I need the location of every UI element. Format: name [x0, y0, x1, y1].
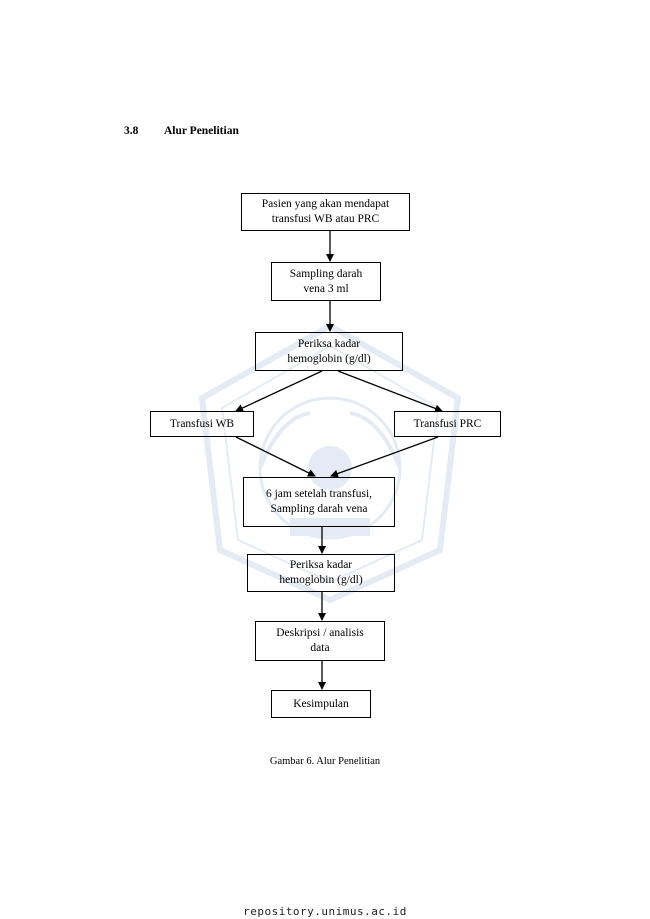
node-kesimpulan: Kesimpulan — [271, 690, 371, 718]
arrow-periksa-to-wb — [235, 370, 323, 412]
arrow-periksa-to-prc — [337, 370, 443, 413]
node-periksa-kadar-2: Periksa kadar hemoglobin (g/dl) — [247, 554, 395, 592]
figure-caption: Gambar 6. Alur Penelitian — [269, 756, 381, 767]
arrow-prc-to-setelah — [330, 436, 439, 478]
node-transfusi-prc: Transfusi PRC — [394, 411, 501, 437]
node-sampling: Sampling darah vena 3 ml — [271, 262, 381, 301]
arrow-wb-to-setelah — [235, 436, 316, 477]
node-deskripsi: Deskripsi / analisis data — [255, 621, 385, 661]
repository-footer: repository.unimus.ac.id — [243, 905, 407, 918]
node-pasien: Pasien yang akan mendapat transfusi WB a… — [241, 193, 410, 231]
node-transfusi-wb: Transfusi WB — [150, 411, 254, 437]
node-periksa-kadar-1: Periksa kadar hemoglobin (g/dl) — [255, 332, 403, 371]
section-title: Alur Penelitian — [164, 125, 239, 137]
section-number: 3.8 — [124, 125, 139, 137]
node-6-jam-setelah: 6 jam setelah transfusi, Sampling darah … — [243, 477, 395, 527]
